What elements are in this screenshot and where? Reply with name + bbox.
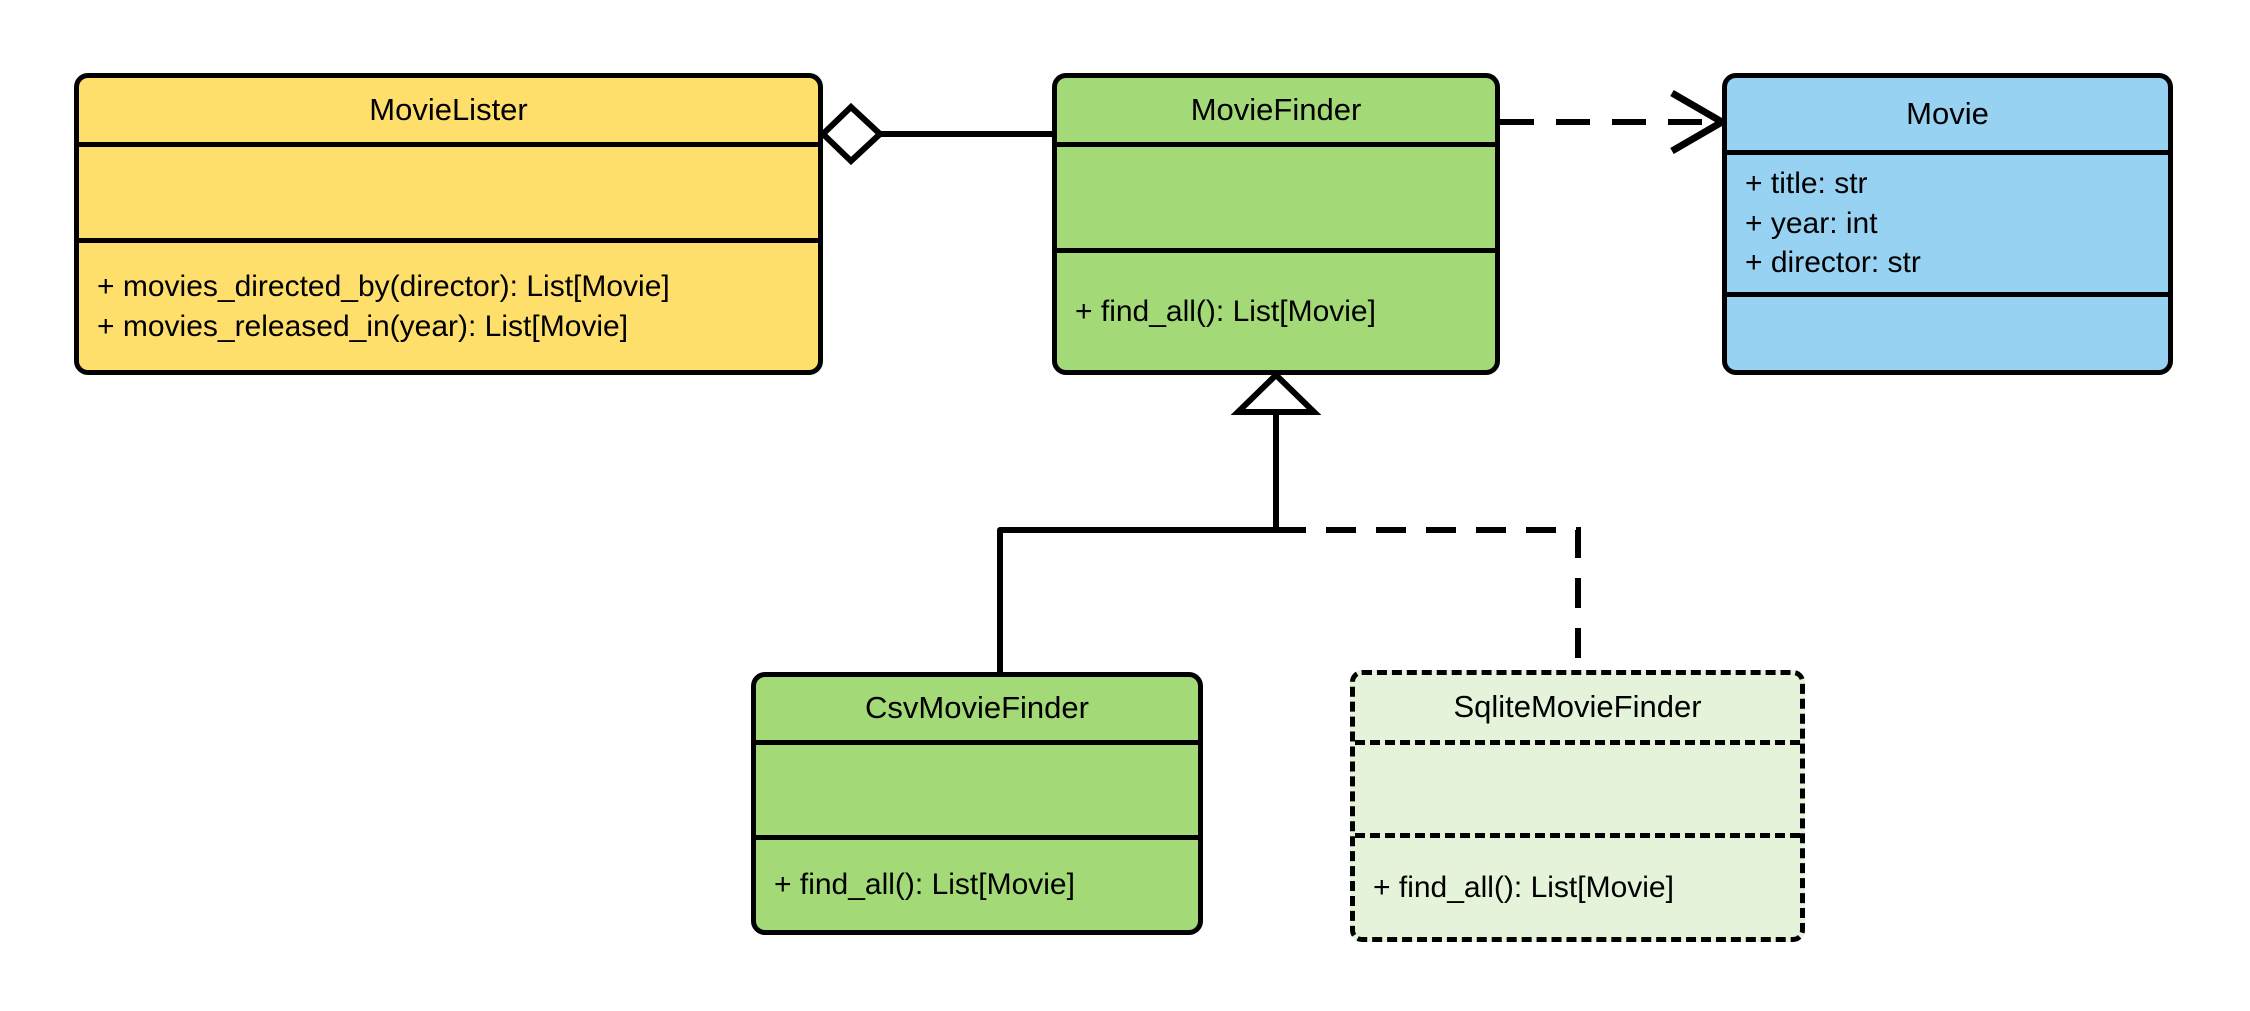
class-name-compartment-movie-finder: MovieFinder [1057,78,1495,147]
method-list-movie-lister: + movies_directed_by(director): List[Mov… [79,243,818,370]
attribute-list-movie-lister [79,147,818,238]
class-methods-compartment-csv-movie-finder: + find_all(): List[Movie] [756,840,1198,930]
attribute-list-movie-finder [1057,147,1495,248]
generalization-sqlite-line [1276,527,1581,670]
attribute-item: + director: str [1745,246,1921,280]
method-item: + movies_released_in(year): List[Movie] [97,309,629,343]
class-attributes-compartment-movie-lister [79,147,818,243]
method-item: + find_all(): List[Movie] [774,868,1075,902]
method-list-movie [1727,297,2168,370]
class-methods-compartment-movie-lister: + movies_directed_by(director): List[Mov… [79,243,818,370]
attribute-item: + year: int [1745,206,1878,240]
class-box-sqlite-movie-finder[interactable]: SqliteMovieFinder + find_all(): List[Mov… [1350,670,1805,942]
method-item: + find_all(): List[Movie] [1373,870,1674,904]
method-list-movie-finder: + find_all(): List[Movie] [1057,253,1495,370]
relationship-generalization-sqlite-finder[interactable] [1276,527,1581,670]
class-name-compartment-movie-lister: MovieLister [79,78,818,147]
class-box-csv-movie-finder[interactable]: CsvMovieFinder + find_all(): List[Movie] [751,672,1203,935]
class-methods-compartment-sqlite-movie-finder: + find_all(): List[Movie] [1355,838,1800,937]
attribute-item: + title: str [1745,167,1868,201]
method-item: + movies_directed_by(director): List[Mov… [97,269,670,303]
class-methods-compartment-movie-finder: + find_all(): List[Movie] [1057,253,1495,370]
class-name-compartment-csv-movie-finder: CsvMovieFinder [756,677,1198,745]
class-title-movie: Movie [1906,95,1989,131]
class-box-movie-finder[interactable]: MovieFinder + find_all(): List[Movie] [1052,73,1500,375]
class-attributes-compartment-movie-finder [1057,147,1495,253]
class-box-movie-lister[interactable]: MovieLister + movies_directed_by(directo… [74,73,823,375]
hollow-triangle-icon [1230,370,1322,415]
method-item: + find_all(): List[Movie] [1075,294,1376,328]
attribute-list-csv-movie-finder [756,745,1198,835]
attribute-list-movie: + title: str + year: int + director: str [1727,155,2168,292]
class-title-movie-finder: MovieFinder [1190,91,1362,127]
class-box-movie[interactable]: Movie + title: str + year: int + directo… [1722,73,2173,375]
generalization-csv-line [997,527,1276,672]
hollow-diamond-icon [818,102,885,166]
class-title-movie-lister: MovieLister [369,91,528,127]
method-list-sqlite-movie-finder: + find_all(): List[Movie] [1355,838,1800,937]
class-attributes-compartment-sqlite-movie-finder [1355,745,1800,838]
class-attributes-compartment-movie: + title: str + year: int + director: str [1727,155,2168,297]
attribute-list-sqlite-movie-finder [1355,745,1800,833]
class-attributes-compartment-csv-movie-finder [756,745,1198,840]
class-title-csv-movie-finder: CsvMovieFinder [865,690,1089,726]
class-methods-compartment-movie [1727,297,2168,370]
relationship-aggregation-lister-finder[interactable] [818,102,1052,166]
method-list-csv-movie-finder: + find_all(): List[Movie] [756,840,1198,930]
class-name-compartment-sqlite-movie-finder: SqliteMovieFinder [1355,675,1800,745]
class-title-sqlite-movie-finder: SqliteMovieFinder [1453,689,1702,725]
relationship-dependency-finder-movie[interactable] [1500,89,1729,155]
generalization-trunk [1230,370,1322,530]
relationship-generalization-csv-finder[interactable] [997,527,1276,672]
class-name-compartment-movie: Movie [1727,78,2168,155]
